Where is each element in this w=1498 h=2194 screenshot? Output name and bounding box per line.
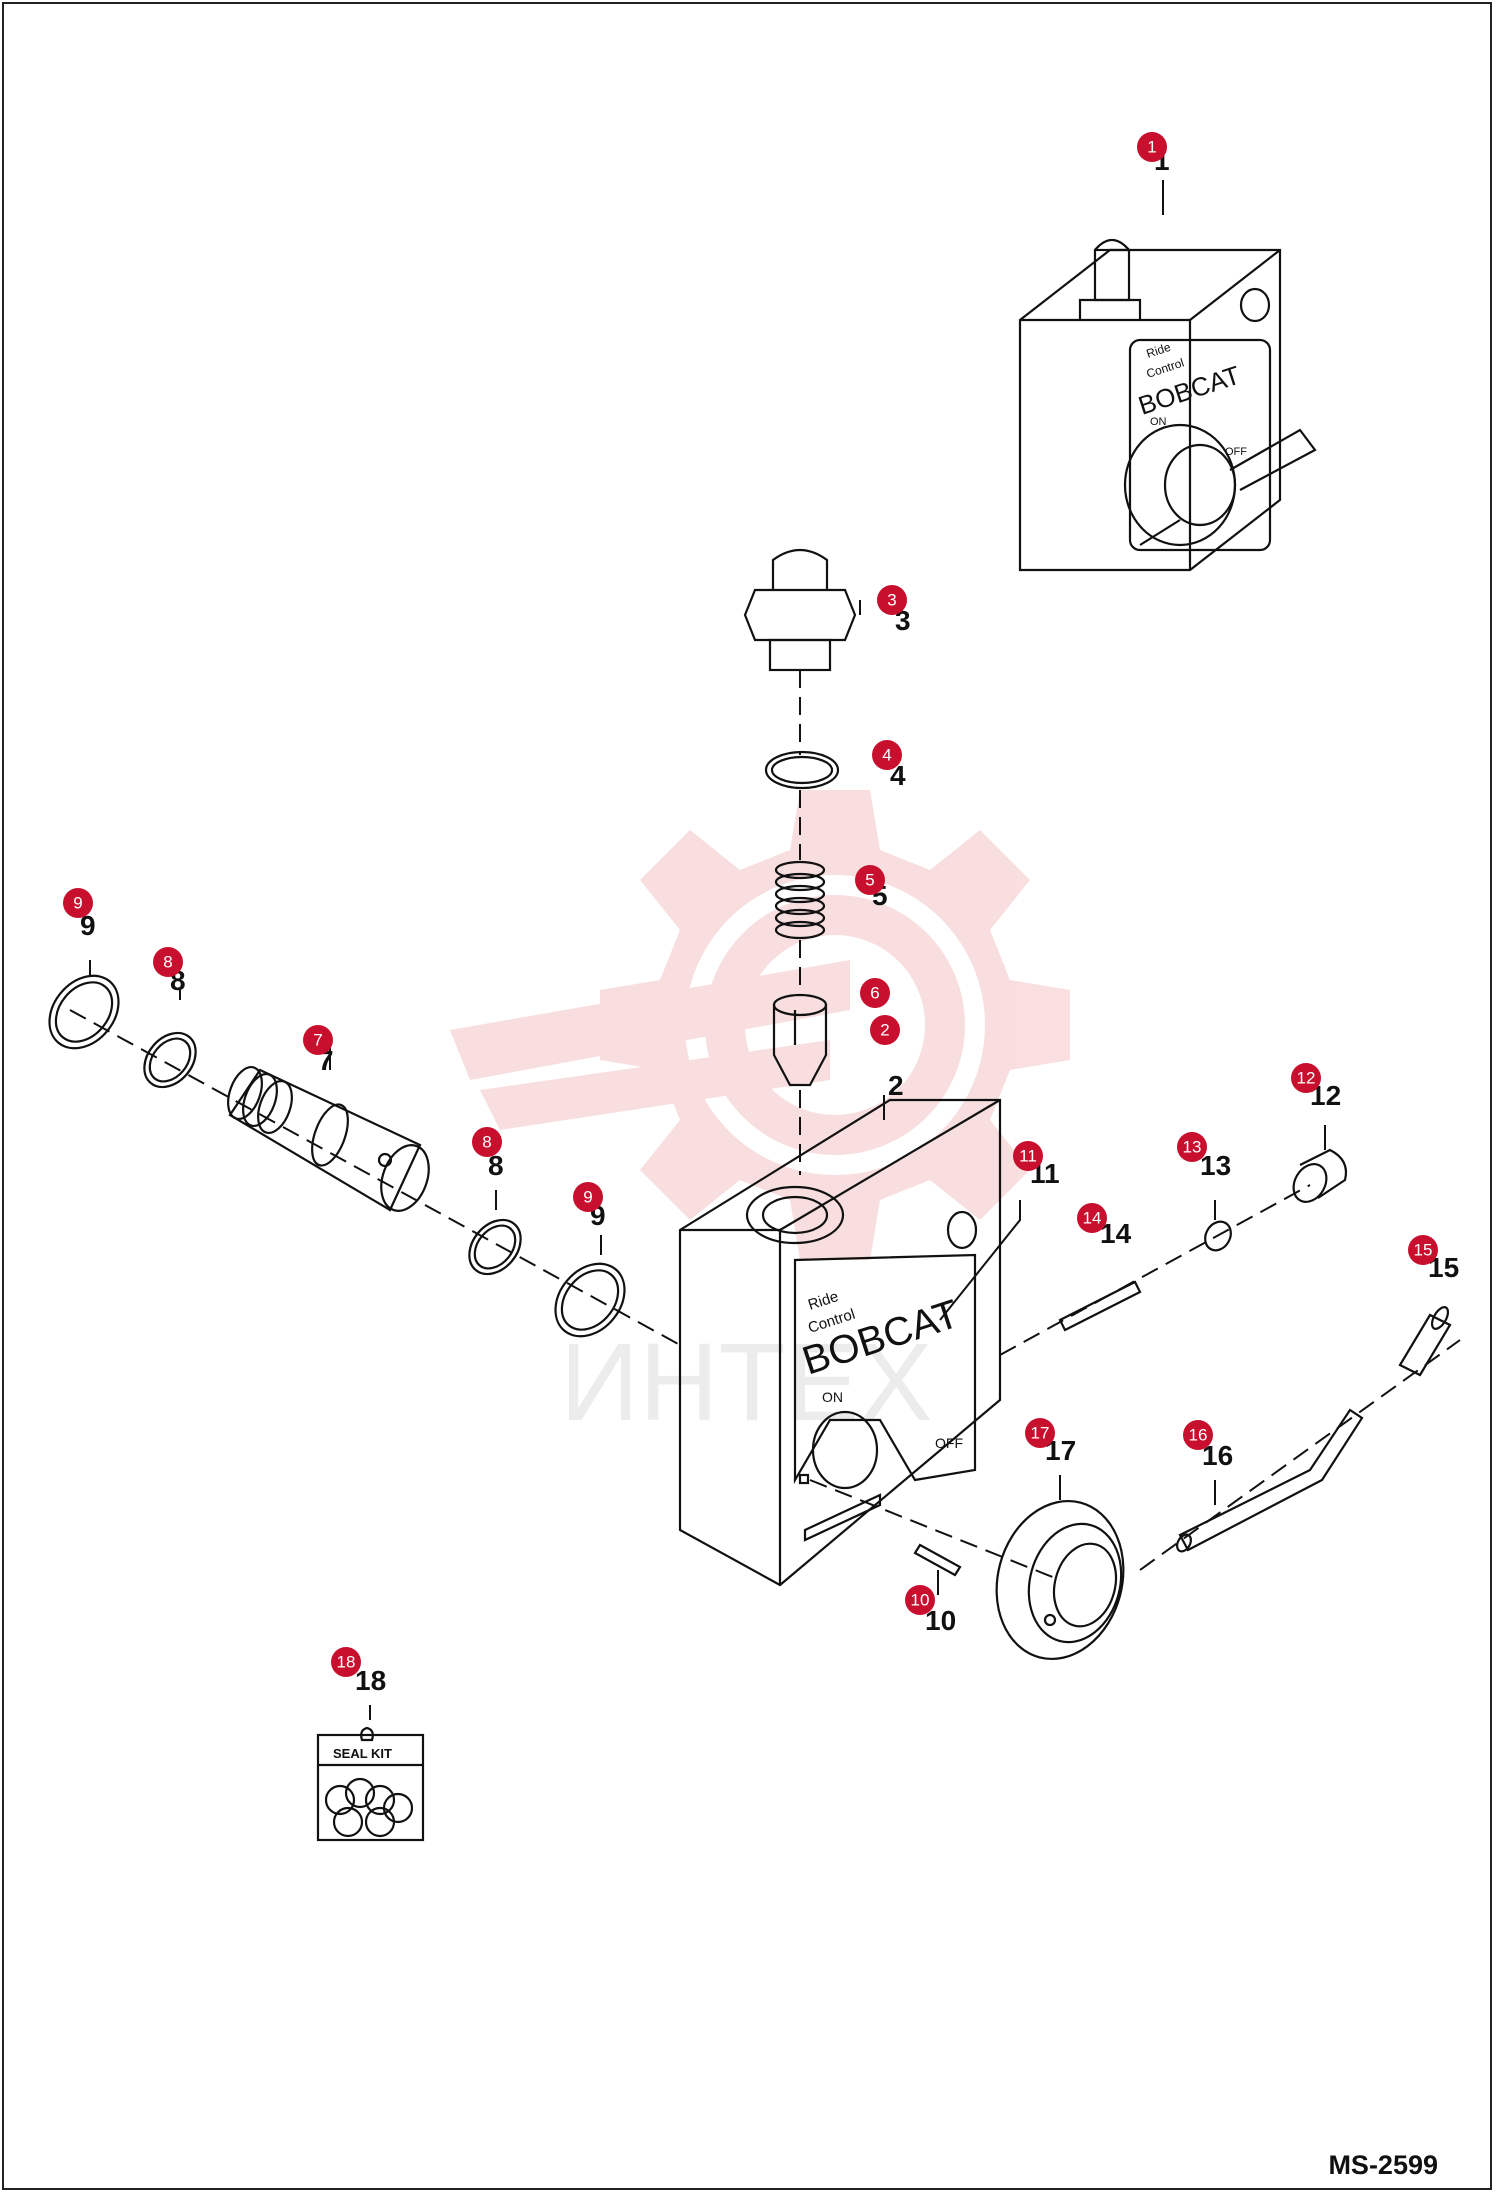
callout-badge-9-right: 9: [573, 1182, 603, 1212]
o-ring-part-13: [1204, 1220, 1232, 1252]
callout-badge-7: 7: [303, 1025, 333, 1055]
panel-label-on: ON: [1150, 416, 1167, 428]
svg-text:13: 13: [1183, 1138, 1202, 1157]
callout-badge-6: 6: [860, 978, 890, 1008]
o-ring-part-9-right: [554, 1262, 626, 1338]
spring-part-5: [774, 860, 826, 940]
svg-text:1: 1: [1147, 138, 1156, 157]
callout-badge-18: 18: [331, 1647, 361, 1677]
svg-text:9: 9: [583, 1188, 592, 1207]
svg-text:2: 2: [880, 1021, 889, 1040]
o-ring-part-4: [764, 750, 840, 790]
svg-text:3: 3: [887, 591, 896, 610]
o-ring-part-9-left: [48, 974, 120, 1050]
svg-text:9: 9: [73, 894, 82, 913]
svg-text:8: 8: [163, 953, 172, 972]
callout-badge-2: 2: [870, 1015, 900, 1045]
panel-label-off: OFF: [1225, 446, 1247, 458]
callout-badge-14: 14: [1077, 1203, 1107, 1233]
callout-badge-8-right: 8: [472, 1127, 502, 1157]
callout-badge-1: 1: [1137, 132, 1167, 162]
svg-text:14: 14: [1083, 1209, 1102, 1228]
callout-badge-16: 16: [1183, 1420, 1213, 1450]
svg-text:7: 7: [313, 1031, 322, 1050]
knob-grip-part-15: [1398, 1306, 1452, 1377]
watermark-logo: ИНТЕХ: [450, 790, 1070, 1444]
lever-part-16: [1176, 1408, 1364, 1553]
callout-badge-8-left: 8: [153, 947, 183, 977]
callout-badge-4: 4: [872, 740, 902, 770]
spool-part-7: [227, 1066, 430, 1212]
body-label-ride: Ride: [806, 1288, 841, 1314]
callout-number-13: 13: [1200, 1150, 1231, 1181]
o-ring-part-8-right: [468, 1218, 522, 1276]
handle-hub-part-17: [995, 1499, 1125, 1661]
callout-badge-11: 11: [1013, 1141, 1043, 1171]
svg-text:5: 5: [865, 871, 874, 890]
callout-badge-5: 5: [855, 865, 885, 895]
callout-badge-10: 10: [905, 1585, 935, 1615]
svg-text:8: 8: [482, 1133, 491, 1152]
svg-text:11: 11: [1019, 1147, 1037, 1166]
valve-body-part-2: [678, 1098, 1002, 1587]
plug-part-12: [1292, 1148, 1348, 1203]
svg-text:6: 6: [870, 984, 879, 1003]
watermark-text: ИНТЕХ: [560, 1321, 932, 1444]
svg-text:16: 16: [1189, 1426, 1208, 1445]
callout-number-2: 2: [888, 1070, 904, 1101]
svg-text:12: 12: [1297, 1069, 1316, 1088]
pin-part-14: [1058, 1280, 1142, 1332]
panel-label-ride: Ride: [1145, 340, 1173, 361]
svg-text:15: 15: [1414, 1241, 1433, 1260]
callout-number-8-right: 8: [488, 1150, 504, 1181]
assembled-valve-part-1: [1018, 238, 1317, 572]
svg-text:10: 10: [911, 1591, 930, 1610]
poppet-part-6: [772, 993, 828, 1087]
callout-badge-9-left: 9: [63, 888, 93, 918]
body-label-on: ON: [822, 1389, 843, 1405]
callout-badge-12: 12: [1291, 1063, 1321, 1093]
fitting-part-3: [743, 548, 857, 672]
roll-pin-part-10: [913, 1543, 962, 1577]
drawing-code: MS-2599: [1328, 2150, 1438, 2180]
seal-kit-part-18: [316, 1726, 425, 1842]
svg-text:17: 17: [1031, 1424, 1050, 1443]
callout-number-9-left: 9: [80, 910, 96, 941]
callout-badge-3: 3: [877, 585, 907, 615]
body-label-off: OFF: [935, 1435, 963, 1451]
o-ring-part-8-left: [143, 1031, 197, 1089]
callout-badge-13: 13: [1177, 1132, 1207, 1162]
seal-kit-label: SEAL KIT: [333, 1746, 392, 1761]
callout-badge-17: 17: [1025, 1418, 1055, 1448]
callout-badge-15: 15: [1408, 1235, 1438, 1265]
svg-text:4: 4: [882, 746, 891, 765]
callout-number-18: 18: [355, 1665, 386, 1696]
svg-text:18: 18: [337, 1653, 356, 1672]
